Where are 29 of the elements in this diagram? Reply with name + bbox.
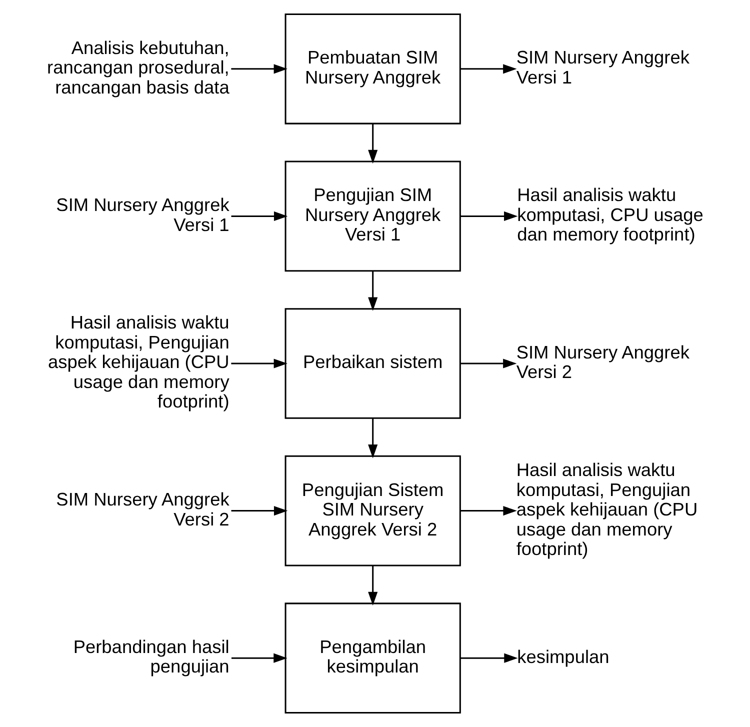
node-box: Pembuatan SIM Nursery Anggrek [284, 13, 460, 124]
node-text: SIM Nursery Anggrek Versi 2 [56, 490, 229, 530]
node-box: Pengujian Sistem SIM Nursery Anggrek Versi 2 [284, 455, 460, 566]
arrow [368, 566, 378, 606]
arrow [368, 418, 378, 458]
arrow [460, 211, 518, 221]
arrow [460, 653, 518, 663]
node-text: Hasil analisis waktu komputasi, Pengujian aspek kehijauan (CPU usage dan memory footprint) [48, 312, 229, 412]
arrow [460, 358, 516, 368]
arrow [230, 506, 288, 516]
node-box: Pengambilan kesimpulan [284, 602, 460, 714]
arrow [460, 506, 516, 516]
node-text: Hasil analisis waktu komputasi, Pengujian aspek kehijauan (CPU usage dan memory footprint) [516, 460, 698, 559]
arrow [230, 358, 287, 368]
node-text: Perbandingan hasil pengujian [72, 636, 229, 677]
node-text: kesimpulan [516, 646, 609, 667]
arrow [230, 211, 288, 221]
node-text: SIM Nursery Anggrek Versi 2 [516, 342, 689, 382]
arrow [230, 653, 287, 663]
arrow [460, 64, 516, 74]
node-text: SIM Nursery Anggrek Versi 1 [56, 195, 229, 235]
node-text: SIM Nursery Anggrek Versi 1 [516, 48, 689, 88]
node-text: Hasil analisis waktu komputasi, CPU usage dan memory footprint) [516, 185, 703, 245]
node-text: Analisis kebutuhan, rancangan prosedural, rancangan basis data [46, 38, 229, 98]
arrow [368, 124, 378, 164]
node-box: Perbaikan sistem [284, 308, 460, 419]
node-box: Pengujian SIM Nursery Anggrek Versi 1 [284, 160, 460, 272]
arrow [230, 64, 287, 74]
arrow [368, 271, 378, 311]
